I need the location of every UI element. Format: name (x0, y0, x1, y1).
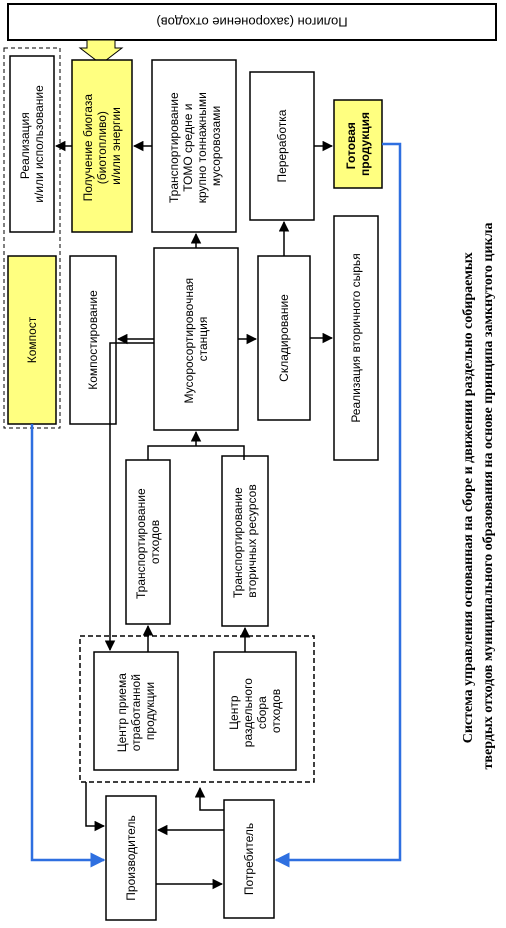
landfill-label: Полигон (захоронение отходов) (156, 15, 347, 30)
processing-label: Переработка (275, 109, 289, 182)
biogas-label: Получение биогаза (биотопливо) и/или эне… (81, 91, 123, 202)
transport-resources-box: Транспортирование вторичных ресурсов (221, 455, 269, 627)
composting-box: Компостирование (69, 255, 117, 425)
landfill-to-biogas-arrow (78, 39, 124, 65)
connectors (54, 140, 334, 890)
realization-use-label: Реализация и/или использование (18, 85, 46, 203)
storage-label: Складирование (277, 294, 291, 382)
reception-center-label: Центр приема отработанной продукции (115, 670, 157, 753)
realization-use-box: Реализация и/или использование (9, 55, 55, 233)
secondary-sale-box: Реализация вторичного сырья (333, 215, 379, 461)
separate-center-label: Центр раздельного сбора отходов (227, 675, 283, 747)
producer-label: Производитель (124, 815, 138, 900)
transport-resources-label: Транспортирование вторичных ресурсов (231, 484, 259, 598)
compost-box: Компост (7, 255, 57, 425)
consumer-label: Потребитель (242, 823, 256, 895)
storage-box: Складирование (257, 255, 311, 421)
transport-waste-label: Транспортирование отходов (134, 485, 162, 599)
consumer-box: Потребитель (223, 799, 275, 919)
feedback-lines (30, 142, 402, 868)
transport-tomo-box: Транспортирование ТОМО средне и крупно т… (151, 59, 237, 233)
separate-center-box: Центр раздельного сбора отходов (213, 651, 297, 771)
processing-box: Переработка (249, 71, 315, 221)
sorting-station-box: Мусоросортировочная станция (153, 247, 239, 431)
transport-tomo-label: Транспортирование ТОМО средне и крупно т… (167, 89, 223, 203)
composting-label: Компостирование (86, 290, 100, 390)
centers-group-frame (79, 635, 315, 783)
landfill-box: Полигон (захоронение отходов) (7, 3, 497, 41)
producer-box: Производитель (105, 795, 157, 921)
finished-products-box: Готовая продукция (333, 99, 383, 189)
diagram-caption: Система управления основанная на сборе и… (461, 223, 496, 770)
biogas-box: Получение биогаза (биотопливо) и/или эне… (71, 59, 133, 233)
compost-label: Компост (25, 316, 39, 363)
finished-products-label: Готовая продукция (344, 112, 372, 176)
sorting-station-label: Мусоросортировочная станция (182, 275, 210, 404)
reception-center-box: Центр приема отработанной продукции (93, 651, 179, 771)
secondary-sale-label: Реализация вторичного сырья (349, 253, 363, 422)
transport-waste-box: Транспортирование отходов (125, 459, 171, 625)
